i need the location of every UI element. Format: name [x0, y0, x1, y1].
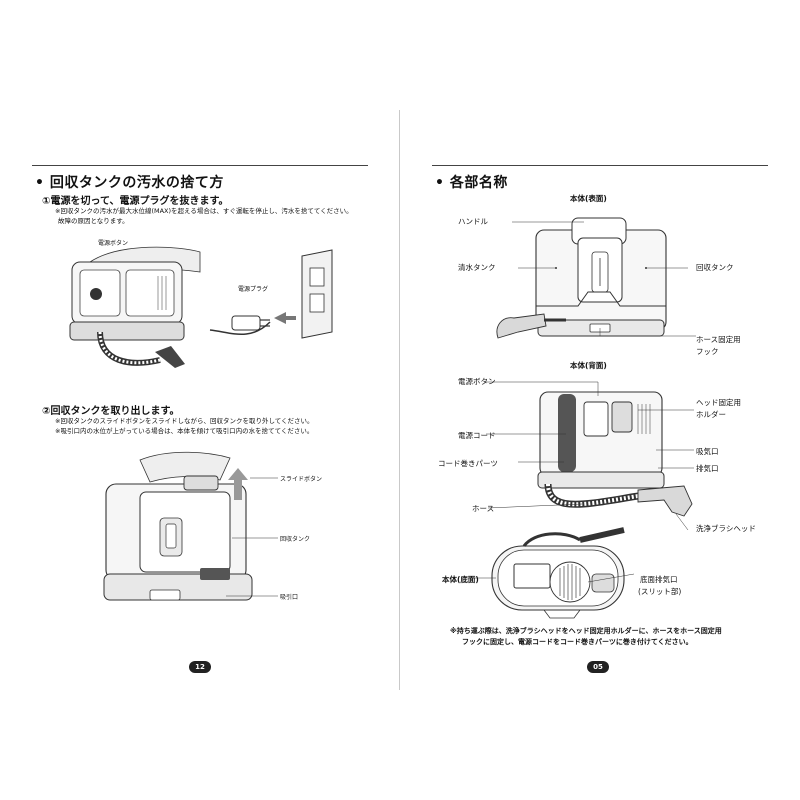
front-label-hose-hook-1: ホース固定用: [696, 335, 741, 344]
front-label-clean-tank: 清水タンク: [458, 263, 496, 272]
step1-note-line2: 故障の原因となります。: [58, 217, 129, 225]
fig1-label-power-plug: 電源プラグ: [238, 286, 269, 293]
back-label-power-button: 電源ボタン: [458, 377, 496, 386]
step2-title: ②回収タンクを取り出します。: [42, 406, 180, 417]
front-view-title: 本体(表面): [570, 194, 607, 203]
step1-note-line1: ※回収タンクの汚水が最大水位線(MAX)を超える場合は、すぐ運転を停止し、汚水を…: [55, 207, 353, 215]
back-label-intake: 吸気口: [696, 447, 719, 456]
right-page: • 各部名称 本体(表面) ハンドル 清水タンク 回収タンク ホース固定用 フッ…: [400, 0, 800, 800]
step2-note-line2: ※吸引口内の水位が上がっている場合は、本体を傾けて吸引口内の水を捨ててください。: [55, 427, 314, 435]
right-top-rule: [432, 165, 768, 166]
fig2-label-recovery-tank: 回収タンク: [280, 536, 311, 543]
left-top-rule: [32, 165, 368, 166]
back-view-illustration: [486, 381, 694, 531]
left-page: • 回収タンクの汚水の捨て方 ①電源を切って、電源プラグを抜きます。 ※回収タン…: [32, 165, 368, 673]
back-label-head-holder-2: ホルダー: [696, 410, 726, 419]
fig2-label-slide-button: スライドボタン: [280, 476, 323, 483]
front-label-hose-hook-2: フック: [696, 347, 719, 356]
back-label-exhaust: 排気口: [696, 464, 719, 473]
bottom-view-title: 本体(底面): [442, 575, 479, 584]
carry-note-line2: フックに固定し、電源コードをコード巻きパーツに巻き付けてください。: [462, 638, 693, 646]
step2-note-line1: ※回収タンクのスライドボタンをスライドしながら、回収タンクを取り外してください。: [55, 417, 314, 425]
bottom-label-exhaust-1: 底面排気口: [640, 575, 678, 584]
fig2-label-suction-port: 吸引口: [280, 594, 299, 601]
bottom-label-exhaust-2: (スリット部): [638, 587, 682, 596]
right-heading: • 各部名称: [435, 175, 508, 191]
fig1-unplug-illustration: [69, 246, 333, 368]
carry-note-line1: ※持ち運ぶ際は、洗浄ブラシヘッドをヘッド固定用ホルダーに、ホースをホース固定用: [450, 627, 722, 635]
back-label-power-cord: 電源コード: [458, 431, 496, 440]
front-label-recovery-tank: 回収タンク: [696, 263, 734, 272]
back-label-hose: ホース: [472, 504, 495, 513]
page-fold: [399, 110, 400, 690]
fig2-remove-tank-illustration: [103, 451, 278, 601]
front-view-illustration: [496, 217, 696, 339]
step1-title: ①電源を切って、電源プラグを抜きます。: [42, 196, 229, 207]
back-label-cord-wrap: コード巻きパーツ: [438, 459, 498, 468]
left-heading: • 回収タンクの汚水の捨て方: [35, 175, 224, 191]
back-label-head-holder-1: ヘッド固定用: [696, 398, 741, 407]
back-label-brush-head: 洗浄ブラシヘッド: [696, 524, 756, 533]
right-page-number: 05: [587, 661, 609, 673]
back-view-title: 本体(背面): [570, 361, 607, 370]
bottom-view-illustration: [464, 527, 635, 619]
fig1-label-power-button: 電源ボタン: [98, 240, 129, 247]
front-label-handle: ハンドル: [458, 217, 488, 226]
left-page-number: 12: [189, 661, 211, 673]
